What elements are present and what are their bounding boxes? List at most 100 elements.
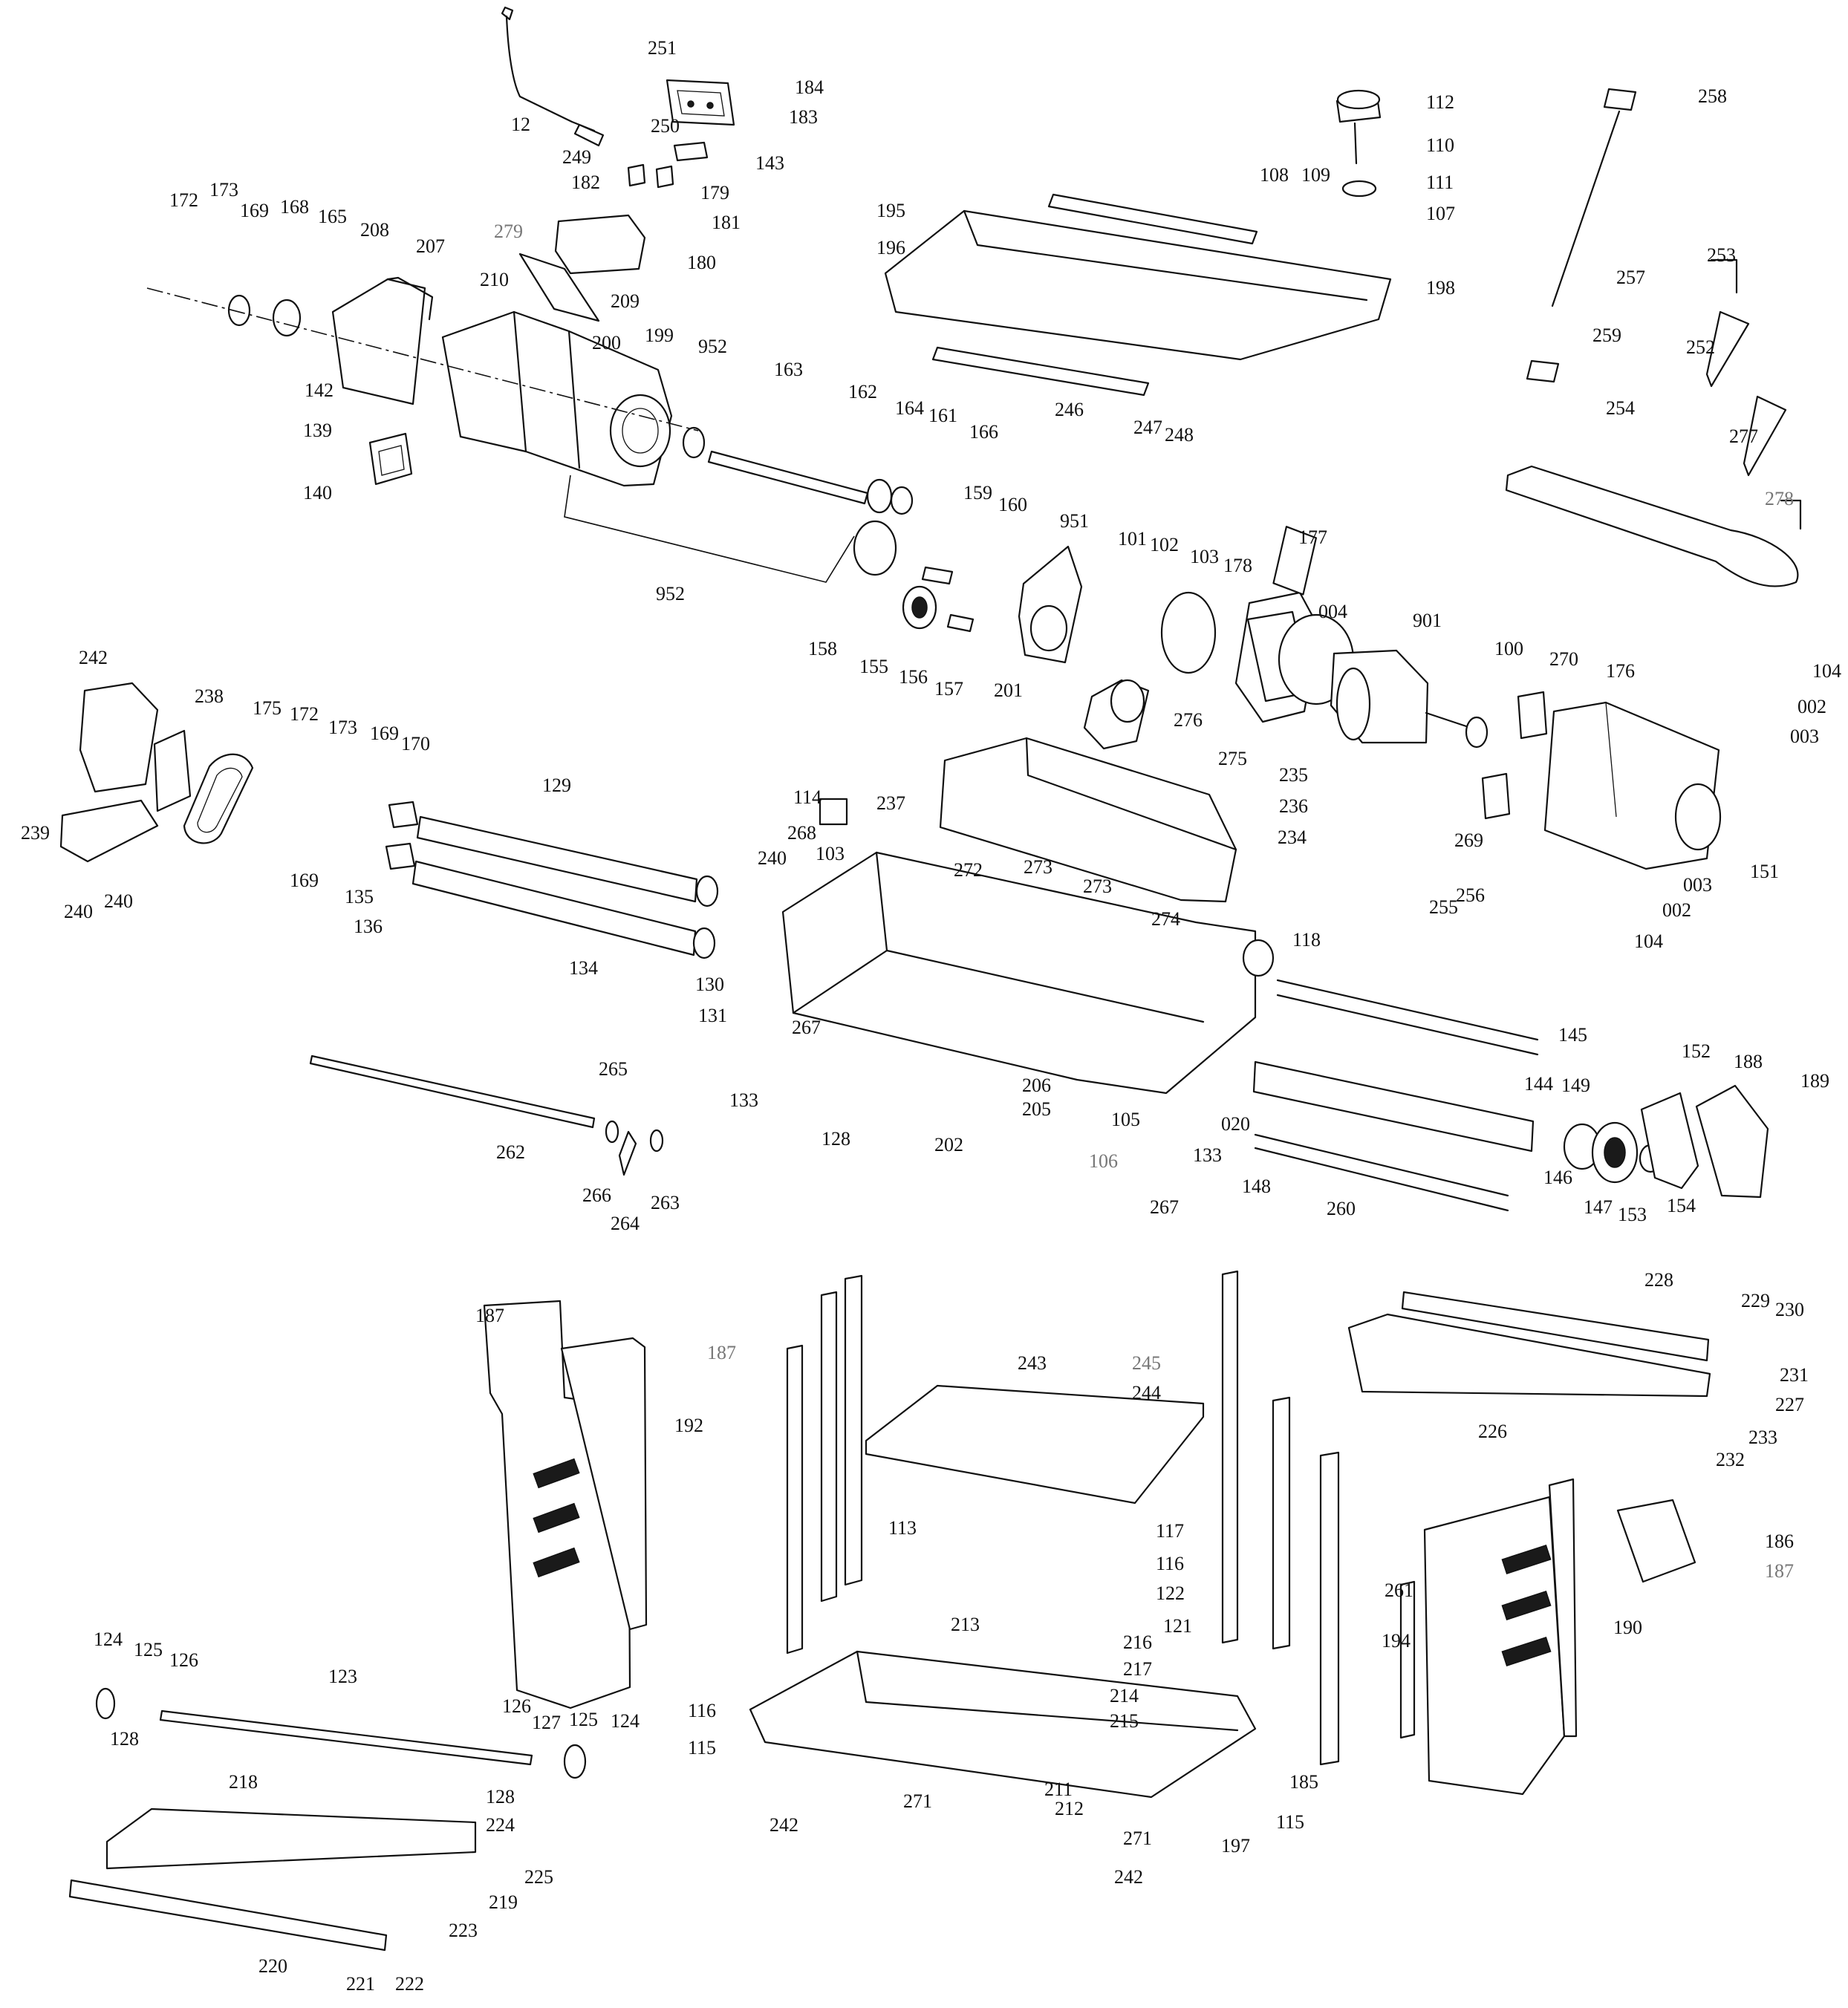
callout-168a: 168	[280, 196, 309, 218]
callout-271a: 271	[903, 1790, 932, 1812]
callout-169b: 169	[370, 723, 399, 744]
callout-206: 206	[1022, 1075, 1051, 1096]
callout-266: 266	[582, 1184, 611, 1206]
callout-201: 201	[994, 679, 1023, 701]
callout-173b: 173	[328, 717, 357, 738]
callout-143: 143	[755, 152, 784, 174]
callout-172b: 172	[290, 703, 319, 725]
power-cord	[501, 6, 605, 147]
callout-118: 118	[1292, 929, 1321, 951]
callout-197: 197	[1221, 1835, 1250, 1857]
callout-275: 275	[1218, 748, 1247, 769]
callout-205: 205	[1022, 1098, 1051, 1120]
callout-207: 207	[416, 235, 445, 257]
callout-158: 158	[808, 638, 837, 659]
planer-base-casting	[781, 798, 1275, 1095]
gearbox	[853, 520, 1083, 664]
callout-228: 228	[1644, 1269, 1673, 1291]
callout-260: 260	[1327, 1198, 1356, 1219]
callout-272: 272	[954, 859, 983, 881]
callout-108: 108	[1260, 164, 1289, 186]
callout-271b: 271	[1123, 1828, 1152, 1849]
switch-box	[518, 141, 709, 322]
callout-122: 122	[1156, 1582, 1185, 1604]
callout-268: 268	[787, 822, 816, 844]
callout-216: 216	[1123, 1632, 1152, 1653]
stand-left-panel	[483, 1300, 648, 1709]
callout-124b: 124	[611, 1710, 640, 1732]
callout-184: 184	[795, 76, 824, 98]
motor-assembly	[1160, 526, 1722, 870]
callout-126a: 126	[169, 1649, 198, 1671]
callout-169a: 169	[240, 200, 269, 221]
callout-145: 145	[1558, 1024, 1587, 1046]
callout-238: 238	[195, 685, 224, 707]
callout-002b: 002	[1662, 899, 1691, 921]
callout-249: 249	[562, 146, 591, 168]
callout-128b: 128	[110, 1728, 139, 1750]
callout-111: 111	[1426, 172, 1454, 193]
callout-253: 253	[1707, 244, 1736, 266]
callout-270: 270	[1549, 648, 1578, 670]
callout-274: 274	[1151, 908, 1180, 930]
dust-chute	[1083, 679, 1150, 750]
callout-123: 123	[328, 1666, 357, 1687]
callout-242a: 242	[79, 647, 108, 668]
cutterhead-end	[1563, 1084, 1769, 1199]
axis-line-952	[146, 287, 699, 431]
callout-144: 144	[1524, 1073, 1553, 1095]
callout-225: 225	[524, 1866, 553, 1888]
callout-232: 232	[1716, 1449, 1745, 1470]
callout-181: 181	[712, 212, 741, 233]
callout-189: 189	[1800, 1070, 1829, 1092]
callout-257: 257	[1616, 267, 1645, 288]
callout-142: 142	[305, 379, 334, 401]
callout-126b: 126	[502, 1695, 531, 1717]
callout-276: 276	[1174, 709, 1203, 731]
callout-107: 107	[1426, 203, 1455, 224]
callout-187c: 187	[1765, 1560, 1794, 1582]
callout-182: 182	[571, 172, 600, 193]
callout-239: 239	[21, 822, 50, 844]
callout-217: 217	[1123, 1658, 1152, 1680]
belt-cover	[331, 276, 434, 405]
callout-242c: 242	[1114, 1866, 1143, 1888]
callout-254: 254	[1606, 397, 1635, 419]
callout-952a: 952	[698, 336, 727, 357]
rack	[1399, 1580, 1416, 1739]
callout-236: 236	[1279, 795, 1308, 817]
drive-chain-loop	[183, 753, 254, 844]
callout-214: 214	[1110, 1685, 1139, 1707]
callout-267a: 267	[792, 1017, 821, 1038]
callout-222: 222	[395, 1973, 424, 1995]
callout-209: 209	[611, 290, 640, 312]
callout-002a: 002	[1797, 696, 1826, 717]
callout-133a: 133	[729, 1089, 758, 1111]
callout-192: 192	[674, 1415, 703, 1436]
callout-246: 246	[1055, 399, 1084, 420]
callout-230: 230	[1775, 1299, 1804, 1320]
callout-245: 245	[1132, 1352, 1161, 1374]
callout-273b: 273	[1083, 876, 1112, 897]
callout-273a: 273	[1024, 856, 1052, 878]
callout-279: 279	[494, 221, 523, 242]
callout-194: 194	[1382, 1630, 1411, 1652]
callout-265: 265	[599, 1058, 628, 1080]
callout-173a: 173	[209, 179, 238, 201]
callout-259: 259	[1592, 325, 1621, 346]
stand-base	[749, 1650, 1257, 1799]
callout-115a: 115	[688, 1737, 716, 1758]
callout-262: 262	[496, 1141, 525, 1163]
callout-125a: 125	[134, 1639, 163, 1660]
stand-legs	[786, 1270, 1340, 1766]
callout-155: 155	[859, 656, 888, 677]
callout-247: 247	[1133, 417, 1162, 438]
handle-bar	[1505, 465, 1799, 587]
callout-901: 901	[1413, 610, 1442, 631]
callout-114: 114	[793, 786, 821, 808]
callout-154: 154	[1667, 1195, 1696, 1216]
callout-153: 153	[1618, 1204, 1647, 1225]
